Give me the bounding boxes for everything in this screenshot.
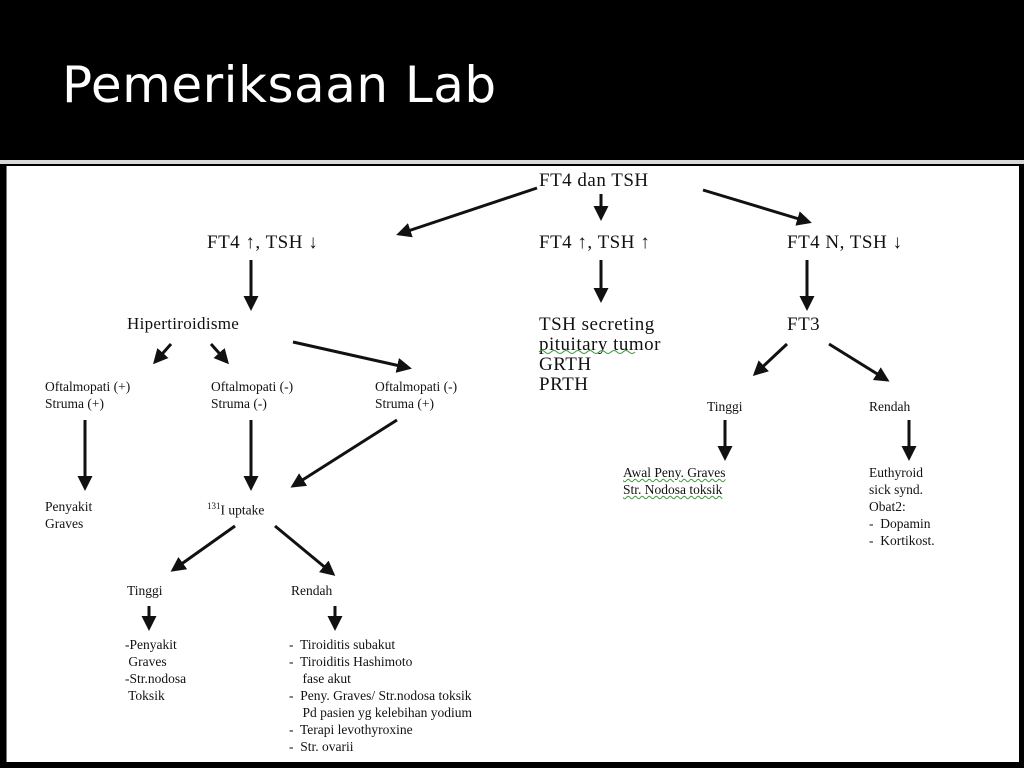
node-rendah-result: - Tiroiditis subakut - Tiroiditis Hashim…: [289, 637, 472, 754]
uptake-isotope: 131: [207, 501, 221, 511]
diagram-panel: FT4 dan TSH FT4 ↑, TSH ↓ FT4 ↑, TSH ↑ FT…: [6, 166, 1019, 762]
arrow-root-left: [396, 186, 538, 238]
diagram-arrows: [77, 186, 917, 631]
node-branch-left: FT4 ↑, TSH ↓: [207, 232, 319, 253]
arrow-hiper-ofta1: [153, 343, 173, 365]
slide-title: Pemeriksaan Lab: [62, 56, 497, 114]
node-ft3-tinggi: Tinggi: [707, 399, 743, 414]
node-tsh-secreting: TSH secreting pituitary tumor GRTH PRTH: [539, 314, 662, 395]
node-hipertiroidisme: Hipertiroidisme: [127, 314, 240, 333]
arrow-hiper-ofta3: [292, 340, 412, 373]
node-uptake-rendah: Rendah: [291, 583, 333, 598]
spellcheck-squiggle: [538, 350, 636, 354]
uptake-label: I uptake: [220, 502, 265, 518]
arrow-ofta3-uptake: [290, 418, 398, 488]
arrow-ft3-rendah: [828, 342, 890, 382]
node-ft3-rendah-result: Euthyroid sick synd. Obat2: - Dopamin - …: [869, 465, 935, 548]
node-branch-mid: FT4 ↑, TSH ↑: [539, 232, 651, 253]
node-uptake-tinggi: Tinggi: [127, 583, 163, 598]
node-penyakit-graves: Penyakit Graves: [45, 499, 93, 531]
node-ofta-neg-struma-neg: Oftalmopati (-) Struma (-): [211, 379, 294, 411]
arrow-uptake-rendah: [274, 524, 336, 576]
arrow-hiper-ofta2: [209, 343, 229, 365]
arrow-root-right: [702, 188, 812, 226]
node-root: FT4 dan TSH: [539, 170, 649, 191]
arrow-uptake-tinggi: [170, 524, 236, 572]
node-ofta-pos-struma-pos: Oftalmopati (+) Struma (+): [45, 379, 131, 411]
node-ft3-tinggi-result: Awal Peny. Graves Str. Nodosa toksik: [623, 465, 726, 497]
title-divider: [0, 160, 1024, 164]
title-bar: Pemeriksaan Lab: [0, 0, 1024, 160]
node-ofta-neg-struma-pos: Oftalmopati (-) Struma (+): [375, 379, 458, 411]
node-tinggi-result: -Penyakit Graves -Str.nodosa Toksik: [125, 637, 187, 703]
node-ft3: FT3: [787, 314, 821, 335]
arrow-ft3-tinggi: [752, 342, 789, 377]
node-uptake: 131I uptake: [207, 498, 264, 519]
node-branch-right: FT4 N, TSH ↓: [787, 232, 903, 253]
node-ft3-rendah: Rendah: [869, 399, 911, 414]
